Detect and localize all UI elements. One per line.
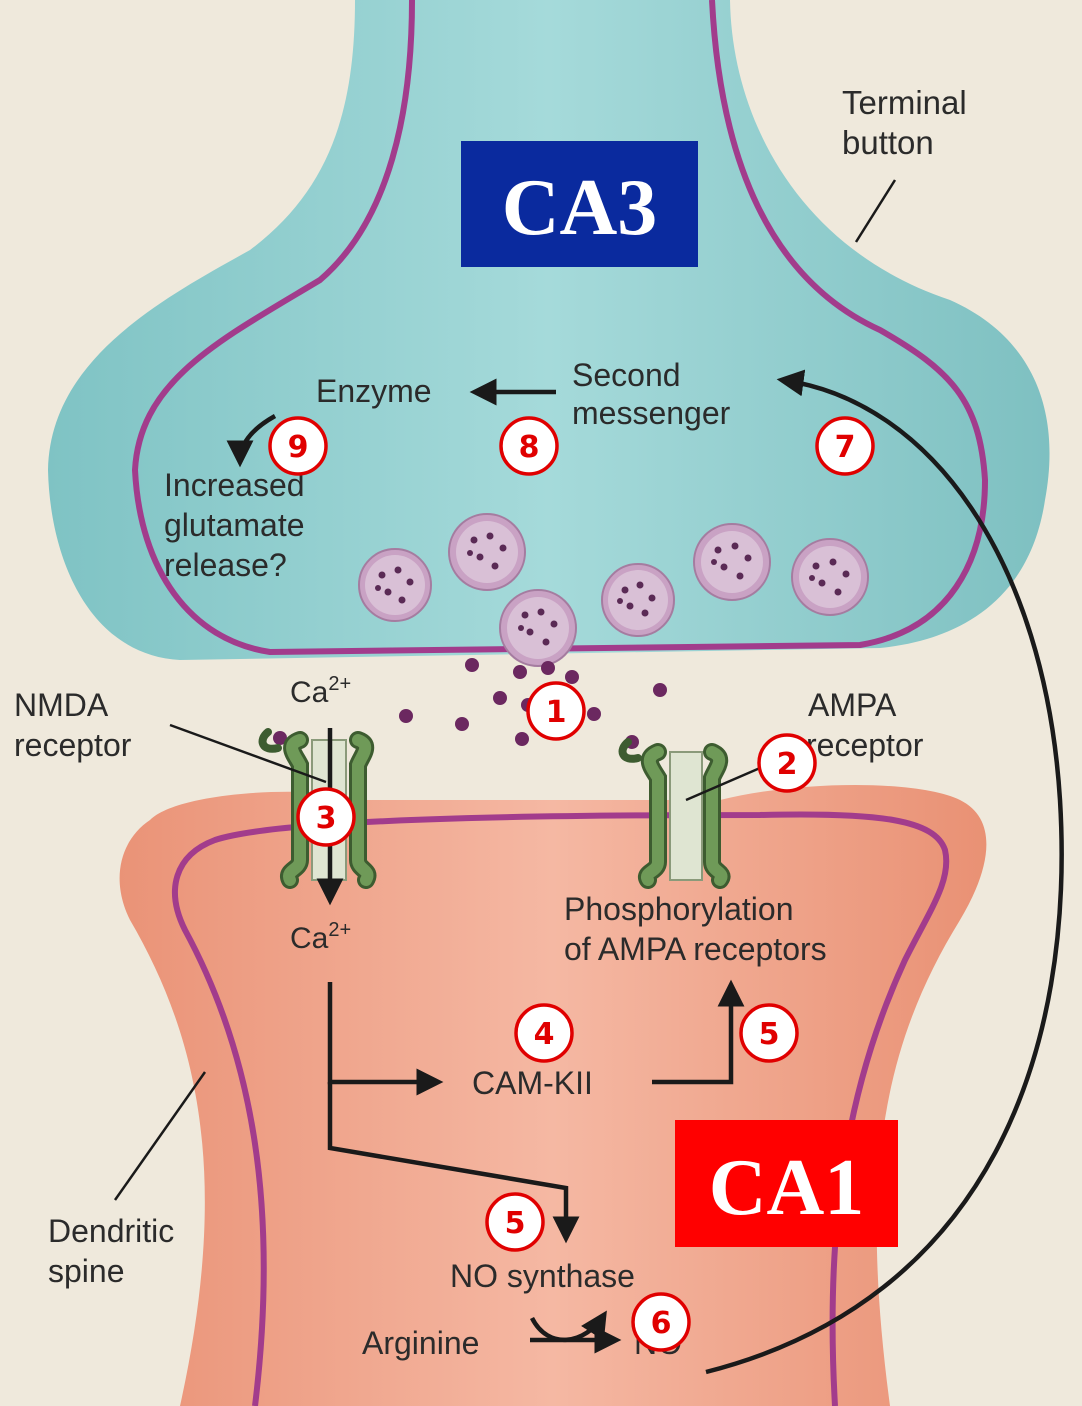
pathway-arrows xyxy=(226,369,1064,1375)
increased-release-label: Increased xyxy=(164,467,305,503)
step-marker: 6 xyxy=(631,1292,691,1352)
vesicle xyxy=(358,548,432,622)
ampa-pointer xyxy=(685,766,761,802)
step-marker: 4 xyxy=(514,1003,574,1063)
nmda-pointer xyxy=(169,723,327,784)
increased-release-label: release? xyxy=(164,547,287,583)
nmda-receptor-label: NMDA xyxy=(14,687,109,723)
ca-ion-label-bottom: Ca2+ xyxy=(290,919,351,955)
postsynaptic-spine xyxy=(119,785,987,1406)
vesicle xyxy=(448,513,526,591)
dendritic-spine-label: spine xyxy=(48,1253,125,1289)
terminal-button-label: button xyxy=(842,124,934,161)
enzyme-label: Enzyme xyxy=(316,373,432,409)
second-messenger-label: Second xyxy=(572,357,681,393)
svg-text:6: 6 xyxy=(651,1306,672,1341)
nmda-receptor-label: receptor xyxy=(14,727,132,763)
svg-text:5: 5 xyxy=(505,1206,526,1241)
ampa-receptor-channel xyxy=(618,738,731,889)
camkii-label: CAM-KII xyxy=(472,1065,593,1101)
svg-text:1: 1 xyxy=(546,695,567,730)
svg-text:7: 7 xyxy=(835,430,856,465)
synaptic-vesicles xyxy=(358,513,869,667)
step-marker: 8 xyxy=(499,416,559,476)
dendritic-spine-label: Dendritic xyxy=(48,1213,174,1249)
no-synthase-label: NO synthase xyxy=(450,1258,635,1294)
arginine-label: Arginine xyxy=(362,1325,479,1361)
step-marker: 5 xyxy=(485,1192,545,1252)
terminal-button-pointer xyxy=(854,179,897,243)
vesicle-contents xyxy=(375,532,850,646)
phosphorylation-label: Phosphorylation xyxy=(564,891,793,927)
step-marker: 9 xyxy=(268,416,328,476)
step-marker: 3 xyxy=(296,787,356,847)
ca3-label: CA3 xyxy=(502,164,658,252)
ca1-label-box: CA1 xyxy=(675,1120,898,1247)
step-marker: 1 xyxy=(526,681,586,741)
ca1-label: CA1 xyxy=(709,1144,865,1232)
ampa-receptor-label: receptor xyxy=(806,727,924,763)
retrograde-no-arrow xyxy=(705,369,1064,1375)
vesicle xyxy=(693,523,771,601)
dendritic-spine-pointer xyxy=(113,1071,207,1201)
svg-text:3: 3 xyxy=(316,801,337,836)
no-synthase-catalysis-arrow xyxy=(529,1310,607,1343)
phosphorylation-label: of AMPA receptors xyxy=(564,931,827,967)
vesicle xyxy=(791,538,869,616)
svg-text:4: 4 xyxy=(534,1017,555,1052)
presynaptic-membrane xyxy=(131,0,989,656)
step-marker: 2 xyxy=(757,733,817,793)
step-marker: 5 xyxy=(739,1003,799,1063)
svg-text:8: 8 xyxy=(519,430,540,465)
ca3-label-box: CA3 xyxy=(461,141,698,267)
ca-to-no-synthase-arrow xyxy=(327,1082,580,1244)
presynaptic-terminal xyxy=(48,0,1050,660)
second-messenger-label: messenger xyxy=(572,395,731,431)
step-marker: 7 xyxy=(815,416,875,476)
enzyme-to-release-arrow xyxy=(226,414,277,468)
svg-text:9: 9 xyxy=(288,430,309,465)
vesicle xyxy=(499,589,577,667)
increased-release-label: glutamate xyxy=(164,507,305,543)
vesicle xyxy=(601,563,675,637)
svg-text:5: 5 xyxy=(759,1017,780,1052)
ampa-receptor-label: AMPA xyxy=(808,687,897,723)
terminal-button-label: Terminal xyxy=(842,84,967,121)
camkii-to-phospho-arrow xyxy=(652,979,745,1085)
ca-ion-label-top: Ca2+ xyxy=(290,673,351,709)
svg-text:2: 2 xyxy=(777,747,798,782)
